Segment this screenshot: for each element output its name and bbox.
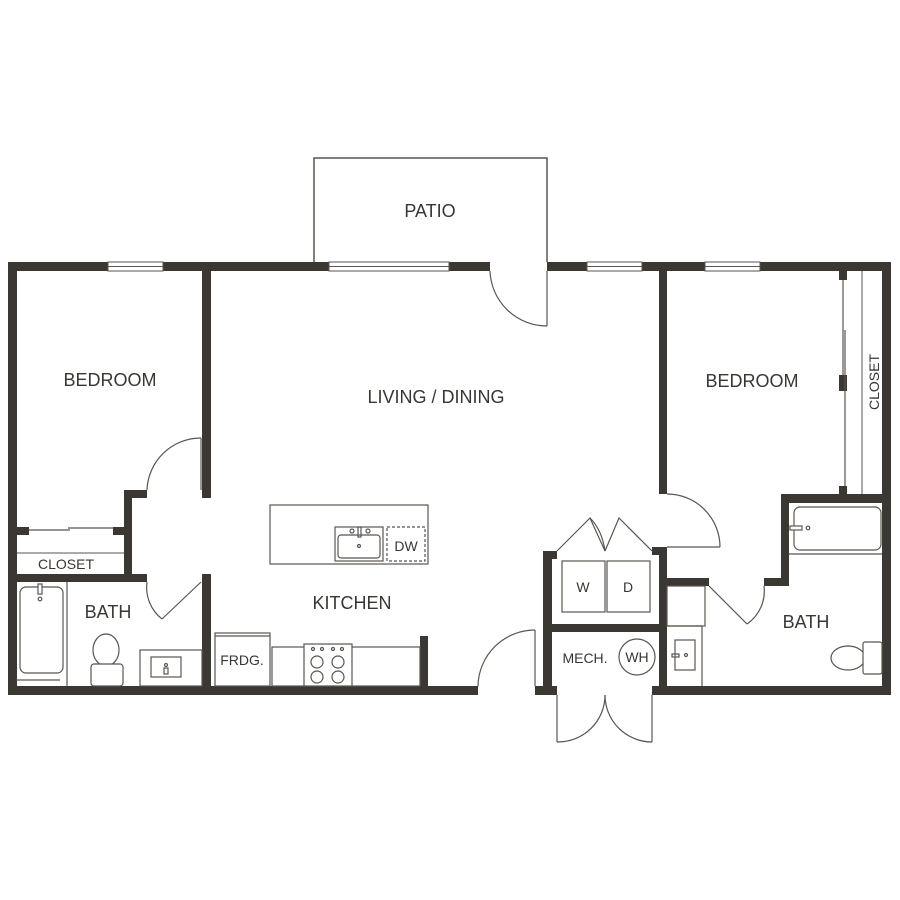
closet-shelves: [17, 271, 863, 554]
label-kitchen: KITCHEN: [312, 593, 391, 613]
label-water-heater: WH: [625, 649, 648, 665]
label-bedroom-right: BEDROOM: [705, 371, 798, 391]
fridge: [214, 632, 271, 687]
label-bath-left: BATH: [85, 602, 132, 622]
laundry-fixtures: [561, 560, 656, 676]
label-washer: W: [576, 579, 590, 595]
water-heater: [618, 638, 656, 676]
label-mech: MECH.: [562, 650, 607, 666]
label-patio: PATIO: [404, 201, 455, 221]
label-closet-right: CLOSET: [866, 354, 882, 410]
doors: [29, 270, 846, 743]
dryer: [606, 560, 651, 613]
label-bedroom-left: BEDROOM: [63, 370, 156, 390]
windows: [107, 261, 761, 272]
dishwasher: [386, 526, 426, 562]
kitchen-fixtures: [214, 504, 429, 687]
label-living-dining: LIVING / DINING: [367, 387, 504, 407]
washer: [561, 560, 606, 613]
kitchen-island: [269, 504, 429, 565]
label-closet-left: CLOSET: [38, 556, 94, 572]
left-bath-fixtures: [16, 582, 203, 687]
label-bath-right: BATH: [783, 612, 830, 632]
label-dishwasher: DW: [394, 538, 418, 554]
label-fridge: FRDG.: [220, 652, 264, 668]
room-labels: PATIO LIVING / DINING BEDROOM BEDROOM CL…: [38, 201, 882, 668]
patio: [313, 157, 548, 262]
right-bath-fixtures: [666, 506, 883, 686]
walls: [8, 262, 891, 695]
label-dryer: D: [623, 579, 633, 595]
